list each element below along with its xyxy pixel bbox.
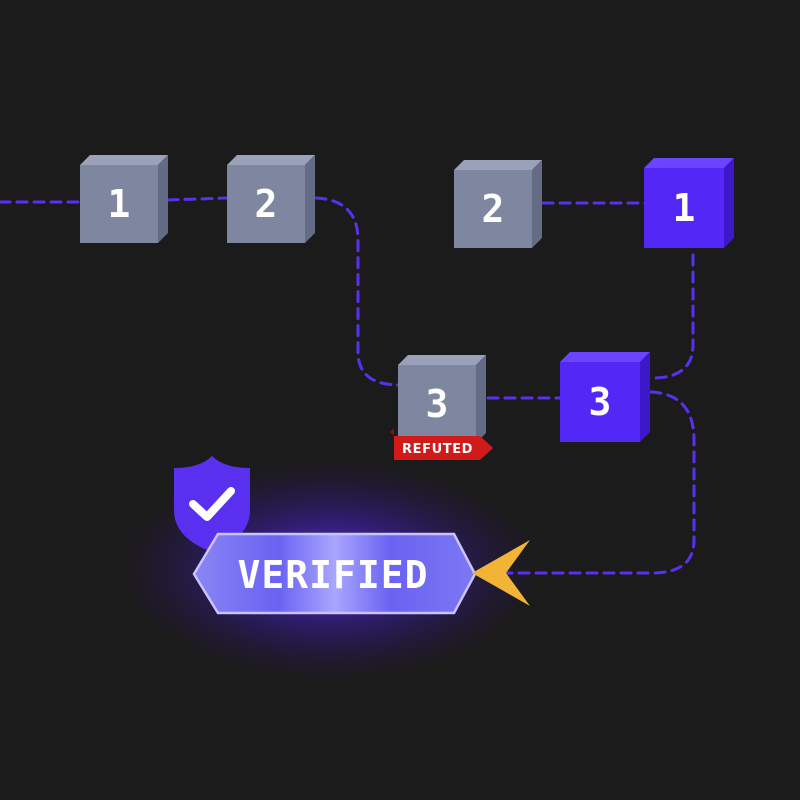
connector-1-2 [166, 196, 230, 202]
refuted-label: REFUTED [402, 442, 473, 457]
connector-1b-down [650, 253, 695, 380]
block-label: 1 [108, 182, 131, 226]
cube-top [80, 155, 168, 165]
cube-side [158, 155, 168, 243]
block-cubes: 1 2 2 1 3 3 [80, 155, 734, 443]
cube-side [640, 352, 650, 442]
cube-front [80, 165, 158, 243]
connector-3b-to-verified [500, 390, 696, 575]
cube-side [476, 355, 486, 443]
cube-top [454, 160, 542, 170]
block-label: 3 [589, 380, 612, 424]
cube-top [644, 158, 734, 168]
shield-check-icon [174, 456, 250, 552]
cube-top [398, 355, 486, 365]
cube-top [227, 155, 315, 165]
cube-front [644, 168, 724, 248]
cube-front [227, 165, 305, 243]
refuted-ribbon: REFUTED [390, 428, 493, 460]
cube-front [398, 365, 476, 443]
cube-side [305, 155, 315, 243]
cube-top [560, 352, 650, 362]
verified-label: VERIFIED [237, 553, 428, 597]
verified-badge: VERIFIED [192, 532, 477, 615]
connector-2-to-3 [314, 196, 402, 387]
block-highlighted-1: 1 [644, 158, 734, 248]
block-label: 3 [426, 382, 449, 426]
block-1: 1 [80, 155, 168, 243]
block-label: 1 [673, 186, 696, 230]
block-2: 2 [227, 155, 315, 243]
cube-front [454, 170, 532, 248]
cube-side [724, 158, 734, 248]
block-3: 3 [398, 355, 486, 443]
chain-connectors [0, 196, 696, 575]
block-label: 2 [482, 187, 505, 231]
block-label: 2 [255, 182, 278, 226]
block-highlighted-3: 3 [560, 352, 650, 442]
block-2: 2 [454, 160, 542, 248]
arrow-head-icon [472, 540, 530, 606]
cube-side [532, 160, 542, 248]
cube-front [560, 362, 640, 442]
